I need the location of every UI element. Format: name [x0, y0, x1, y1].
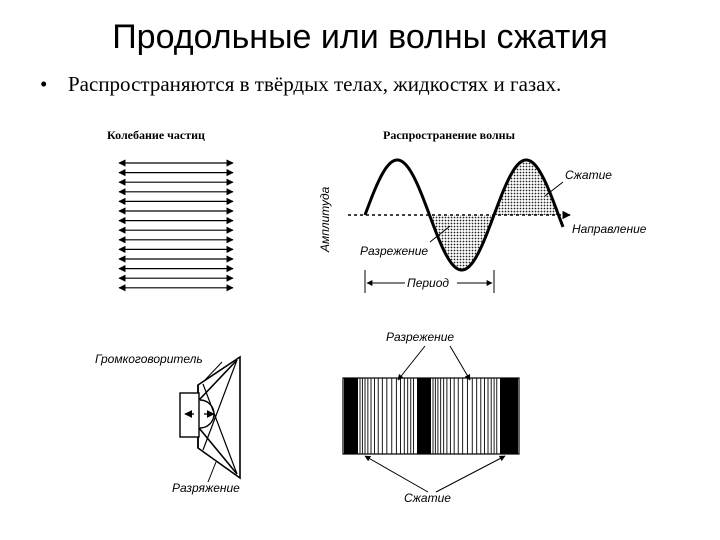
- pattern-band: [500, 378, 518, 454]
- bullet-text: Распространяются в твёрдых телах, жидкос…: [68, 72, 562, 96]
- oscillation-heading: Колебание частиц: [107, 128, 205, 142]
- period-label: Период: [407, 276, 450, 290]
- direction-label: Направление: [572, 222, 647, 236]
- pattern-compression-arrow-right: [435, 455, 506, 493]
- pattern-compression-label: Сжатие: [404, 491, 451, 505]
- loudspeaker-icon: [179, 355, 241, 483]
- pattern-band: [344, 378, 358, 454]
- compression-fill: [494, 160, 559, 215]
- bullet-marker: •: [40, 72, 48, 96]
- bullet-item: • Распространяются в твёрдых телах, жидко…: [40, 72, 700, 97]
- compression-rarefaction-pattern: [342, 377, 520, 455]
- rarefaction-label: Разрежение: [360, 244, 429, 258]
- particle-oscillation-arrows: [118, 159, 234, 292]
- pattern-band: [417, 378, 431, 454]
- sine-wave: [348, 158, 571, 293]
- compression-label: Сжатие: [565, 168, 612, 182]
- loudspeaker-rarefaction-label: Разряжение: [172, 481, 240, 495]
- rarefaction-fill: [429, 215, 494, 270]
- pattern-rarefaction-arrow-right: [449, 345, 471, 381]
- rarefaction-leader: [429, 225, 451, 243]
- loudspeaker-label: Громкоговоритель: [95, 352, 203, 366]
- propagation-heading: Распространение волны: [383, 128, 515, 142]
- wave-curve: [363, 158, 565, 272]
- amplitude-label: Амплитуда: [318, 186, 332, 252]
- pattern-rarefaction-label: Разрежение: [386, 330, 455, 344]
- pattern-compression-arrow-left: [364, 455, 429, 493]
- pattern-rarefaction-arrow-left: [397, 345, 426, 381]
- compression-leader: [544, 181, 564, 197]
- page-title: Продольные или волны сжатия: [112, 18, 608, 56]
